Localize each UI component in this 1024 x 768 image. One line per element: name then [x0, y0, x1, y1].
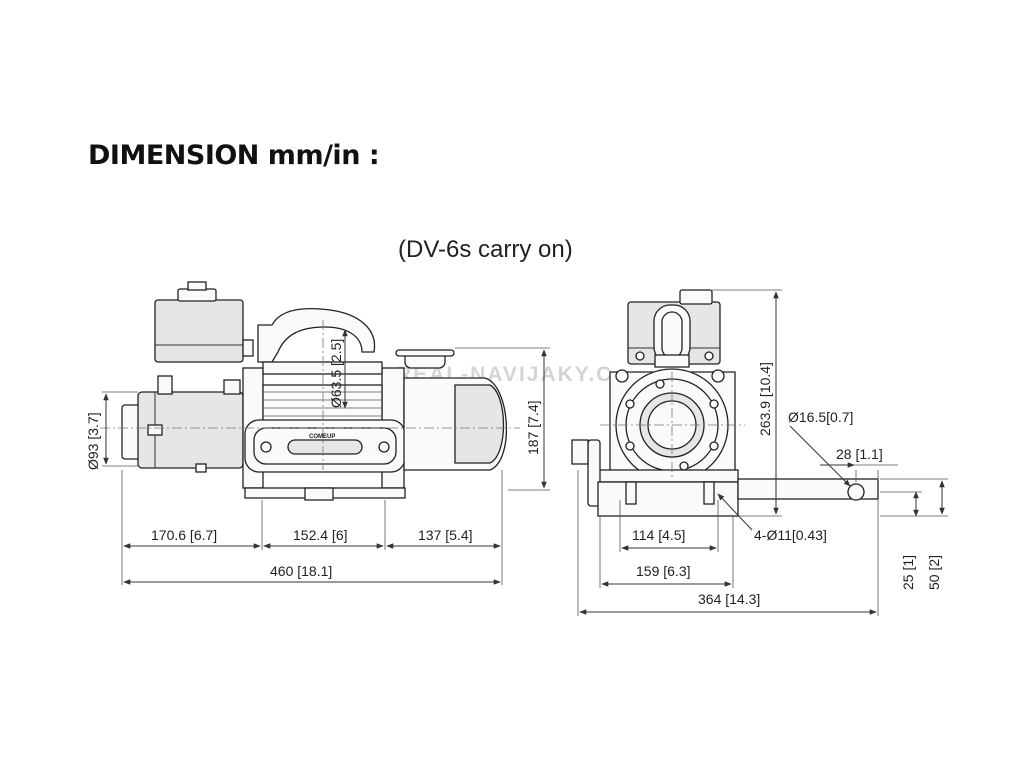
model-subtitle: (DV-6s carry on): [398, 236, 573, 263]
page-title: DIMENSION mm/in :: [88, 140, 380, 171]
dim-base-width: 159 [6.3]: [636, 563, 691, 579]
dim-total-length: 460 [18.1]: [270, 563, 332, 579]
carry-handle: [257, 307, 376, 363]
dim-hitch-50: 50 [2]: [926, 555, 942, 590]
dim-total-height: 263.9 [10.4]: [757, 362, 773, 436]
winch-side-view: COMEUP: [100, 281, 520, 501]
dim-bolt-spacing: 114 [4.5]: [632, 527, 685, 543]
winch-end-view: [571, 289, 879, 517]
end-dimensions: 263.9 [10.4] Ø16.5[0.7] 28 [1.1] 114 [4.…: [577, 289, 948, 616]
dim-hitch-25: 25 [1]: [900, 555, 916, 590]
dim-gearbox-length: 137 [5.4]: [418, 527, 473, 543]
gear-housing: [609, 368, 736, 482]
end-control-box: [627, 289, 721, 368]
dim-motor-length: 170.6 [6.7]: [151, 527, 217, 543]
control-box: [154, 281, 254, 363]
motor: [121, 375, 244, 473]
side-dimensions: 170.6 [6.7] 152.4 [6] 137 [5.4] 460 [18.…: [85, 329, 550, 585]
dim-height: 187 [7.4]: [525, 401, 541, 456]
fairlead-brand: COMEUP: [309, 434, 335, 440]
gearbox: [395, 349, 507, 471]
dim-bolt-holes: 4-Ø11[0.43]: [754, 527, 827, 543]
dim-pin-hole: Ø16.5[0.7]: [788, 409, 853, 425]
base-plate: [571, 439, 879, 517]
dim-drum-length: 152.4 [6]: [293, 527, 348, 543]
dim-drum-diameter: Ø63.5 [2.5]: [328, 339, 344, 408]
fairlead: COMEUP: [244, 419, 406, 473]
dim-motor-diameter: Ø93 [3.7]: [85, 412, 101, 470]
dim-hole-offset: 28 [1.1]: [836, 446, 883, 462]
dim-total-width: 364 [14.3]: [698, 591, 760, 607]
